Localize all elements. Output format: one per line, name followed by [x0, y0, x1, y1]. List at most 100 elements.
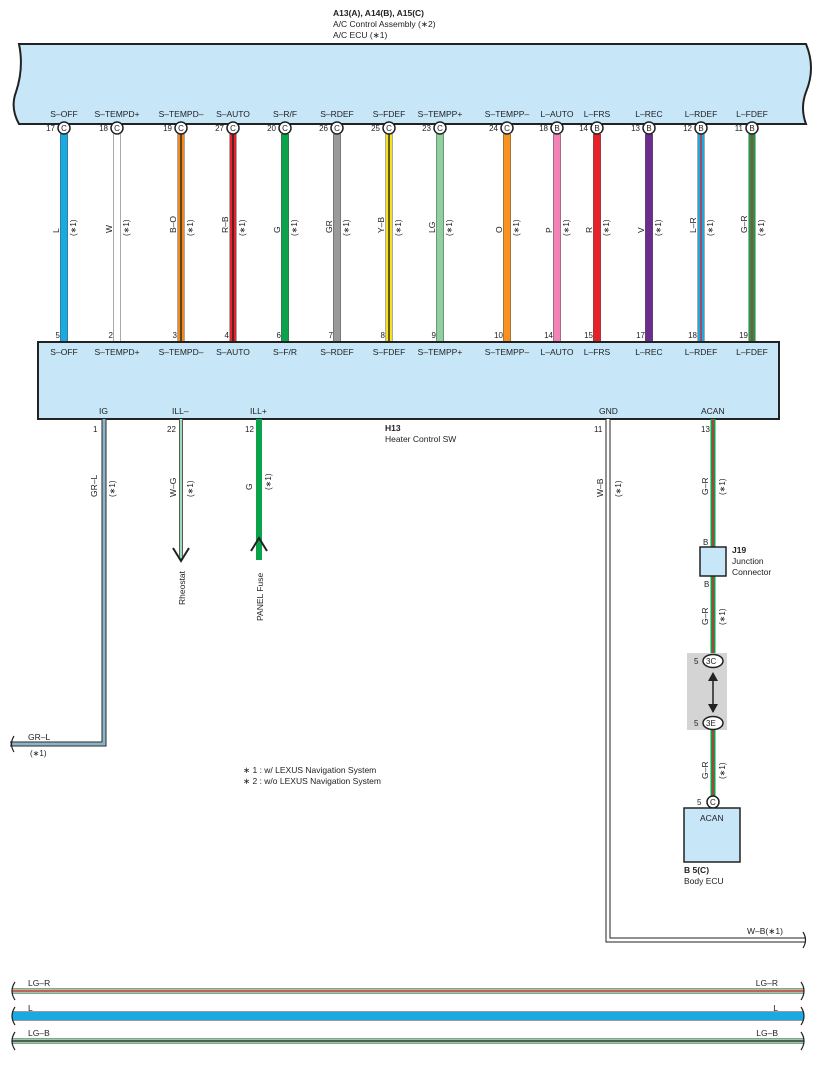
wire-acan-label: G–R: [700, 478, 710, 495]
wire-label: LG: [427, 222, 437, 233]
j19-wire-label: G–R: [700, 608, 710, 625]
note-2: ∗ 2 : w/o LEXUS Navigation System: [243, 776, 381, 786]
a13-pin-circle: [330, 121, 344, 135]
wire-14: G–R (∗1): [739, 134, 766, 342]
h13-pin-name: S–TEMPP–: [485, 347, 530, 357]
wire-gnd-label: W–B: [595, 478, 605, 497]
a13-pin-name: L–REC: [635, 109, 662, 119]
a13-pin-circle: [550, 121, 564, 135]
h13-pin-acan-name: ACAN: [701, 406, 725, 416]
h13-pin-gnd-num: 11: [594, 425, 603, 434]
h13-pin-number: 6: [277, 331, 282, 340]
wire-label: P: [544, 227, 554, 233]
h13-pin-number: 7: [329, 331, 334, 340]
splice-wire-note: (∗1): [718, 762, 727, 779]
wire-label: G–R: [739, 216, 749, 233]
a13-pin-number: 17: [46, 124, 55, 133]
h13-pin: 10S–TEMPP–: [485, 331, 530, 357]
h13-pin: 5S–OFF: [50, 331, 77, 357]
wire-label: GR: [324, 220, 334, 233]
h13-pin-name: S–RDEF: [320, 347, 354, 357]
wire-2: W(∗1): [104, 134, 131, 342]
wire-label: R–B: [220, 216, 230, 233]
wire-8: LG(∗1): [427, 134, 454, 342]
wire-note: (∗1): [757, 219, 766, 236]
h13-pin-illp-num: 12: [245, 425, 254, 434]
bottom-wire-break-right: [800, 981, 805, 1001]
a13-pin-conn: B: [594, 124, 599, 133]
wire-note: (∗1): [706, 219, 715, 236]
h13-pin-acan-num: 13: [701, 425, 710, 434]
h13-pin-illp-name: ILL+: [250, 406, 267, 416]
wire-label: G: [272, 226, 282, 233]
wire-5: G (∗1): [272, 134, 299, 342]
splice-wire-label: G–R: [700, 762, 710, 779]
wire-label: O: [494, 226, 504, 233]
a13-pin-circle: [382, 121, 396, 135]
h13-pin: 6S–F/R: [273, 331, 297, 357]
wire-illp: [250, 419, 268, 560]
a13-pin-conn: C: [437, 124, 443, 133]
j19-wire-note: (∗1): [718, 608, 727, 625]
h13-pin: 15L–FRS: [584, 331, 611, 357]
a13-pin-circle: [226, 121, 240, 135]
a13-pin-number: 25: [371, 124, 380, 133]
h13-pin-ig-name: IG: [99, 406, 108, 416]
a13-pin: S–FDEF 25 C: [371, 109, 406, 135]
h13-pin-number: 10: [494, 331, 503, 340]
h13-pin-name: S–TEMPP+: [418, 347, 463, 357]
a13-pin-name: L–RDEF: [685, 109, 718, 119]
b5-box: [683, 807, 741, 863]
left-exit-note: (∗1): [30, 749, 47, 758]
h13-pin-number: 2: [109, 331, 114, 340]
bottom-wire-break-right: [800, 1031, 805, 1051]
a13-pin-number: 12: [683, 124, 692, 133]
wire-note: (∗1): [238, 219, 247, 236]
bottom-wire-label-left: L: [28, 1003, 33, 1013]
a13-pin-name: S–AUTO: [216, 109, 250, 119]
a13-line1: A/C Control Assembly (∗2): [333, 19, 436, 29]
wire-acan-note: (∗1): [718, 478, 727, 495]
a13-pin-conn: C: [114, 124, 120, 133]
h13-pin-name: L–AUTO: [541, 347, 574, 357]
j19-pin-top: B: [703, 538, 708, 547]
splice-3e-conn: 3E: [706, 719, 716, 728]
h13-pin-number: 15: [584, 331, 593, 340]
wire-note: (∗1): [394, 219, 403, 236]
a13-pin-number: 26: [319, 124, 328, 133]
a13-pin-number: 24: [489, 124, 498, 133]
wire-9: O (∗1): [494, 134, 521, 342]
a13-pin-conn: C: [334, 124, 340, 133]
a13-pin-conn: C: [386, 124, 392, 133]
bottom-wire-label-right: LG–R: [756, 978, 778, 988]
wire-note: (∗1): [512, 219, 521, 236]
wire-7: Y–B (∗1): [376, 134, 403, 342]
a13-pin-conn: C: [504, 124, 510, 133]
h13-pin: 3S–TEMPD–: [159, 331, 204, 357]
panel-fuse-label: PANEL Fuse: [255, 573, 265, 621]
a13-pin-name: S–FDEF: [373, 109, 406, 119]
splice-3e-pin: 5: [694, 719, 699, 728]
gnd-exit-break: [802, 931, 807, 949]
wire-3: B–O(∗1): [168, 134, 195, 342]
bottom-wire-label-right: LG–B: [756, 1028, 778, 1038]
h13-pin-number: 8: [381, 331, 386, 340]
a13-pin-circle: [745, 121, 759, 135]
wire-note: (∗1): [290, 219, 299, 236]
wire-note: (∗1): [342, 219, 351, 236]
wire-ig-note: (∗1): [108, 480, 117, 497]
wire-11: R(∗1): [584, 134, 611, 342]
a13-pin-number: 14: [579, 124, 588, 133]
h13-pin: 18L–RDEF: [685, 331, 718, 357]
wire-note: (∗1): [602, 219, 611, 236]
wire-label: Y–B: [376, 217, 386, 233]
a13-pin-conn: B: [554, 124, 559, 133]
